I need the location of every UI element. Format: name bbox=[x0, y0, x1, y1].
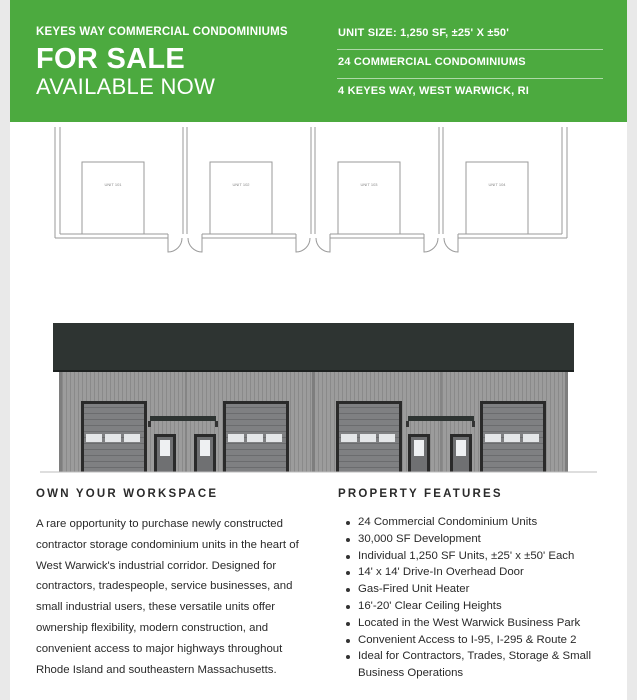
list-item: Convenient Access to I-95, I-295 & Route… bbox=[342, 632, 622, 649]
plan-unit-label: UNIT 104 bbox=[488, 182, 506, 187]
workspace-heading: OWN YOUR WORKSPACE bbox=[36, 488, 219, 500]
features-heading: PROPERTY FEATURES bbox=[338, 488, 503, 500]
plan-unit-label: UNIT 103 bbox=[360, 182, 378, 187]
detail-unit-size: UNIT SIZE: 1,250 SF, ±25' X ±50' bbox=[337, 21, 603, 50]
plan-unit-label: UNIT 102 bbox=[232, 182, 250, 187]
list-item: Individual 1,250 SF Units, ±25' x ±50' E… bbox=[342, 548, 622, 565]
list-item: Ideal for Contractors, Trades, Storage &… bbox=[342, 648, 622, 682]
overhead-door bbox=[480, 401, 546, 472]
list-item: Gas-Fired Unit Heater bbox=[342, 581, 622, 598]
floor-plan-drawing: UNIT 101 UNIT 102 UNIT 103 UNIT 104 bbox=[54, 127, 568, 253]
features-list: 24 Commercial Condominium Units 30,000 S… bbox=[342, 514, 622, 682]
banner-details: UNIT SIZE: 1,250 SF, ±25' X ±50' 24 COMM… bbox=[337, 21, 603, 108]
entry-door bbox=[450, 434, 472, 472]
building-elevation-drawing bbox=[40, 323, 597, 473]
entry-door bbox=[194, 434, 216, 472]
overhead-door bbox=[81, 401, 147, 472]
detail-unit-count: 24 COMMERCIAL CONDOMINIUMS bbox=[337, 50, 603, 79]
workspace-description: A rare opportunity to purchase newly con… bbox=[36, 518, 299, 676]
list-item: 16'-20' Clear Ceiling Heights bbox=[342, 598, 622, 615]
overhead-door bbox=[223, 401, 289, 472]
header-banner: KEYES WAY COMMERCIAL CONDOMINIUMS FOR SA… bbox=[10, 0, 627, 122]
entry-door bbox=[154, 434, 176, 472]
available-now-heading: AVAILABLE NOW bbox=[36, 74, 216, 99]
roof-panel bbox=[53, 323, 574, 372]
list-item: Located in the West Warwick Business Par… bbox=[342, 615, 622, 632]
project-name: KEYES WAY COMMERCIAL CONDOMINIUMS bbox=[36, 26, 288, 38]
list-item: 30,000 SF Development bbox=[342, 531, 622, 548]
for-sale-heading: FOR SALE bbox=[36, 43, 186, 75]
banner-headline-group: KEYES WAY COMMERCIAL CONDOMINIUMS FOR SA… bbox=[36, 26, 288, 99]
list-item: 14' x 14' Drive-In Overhead Door bbox=[342, 564, 622, 581]
detail-address: 4 KEYES WAY, WEST WARWICK, RI bbox=[338, 85, 529, 97]
entry-door bbox=[408, 434, 430, 472]
overhead-door bbox=[336, 401, 402, 472]
flyer-page: KEYES WAY COMMERCIAL CONDOMINIUMS FOR SA… bbox=[10, 0, 627, 700]
list-item: 24 Commercial Condominium Units bbox=[342, 514, 622, 531]
plan-unit-label: UNIT 101 bbox=[104, 182, 122, 187]
